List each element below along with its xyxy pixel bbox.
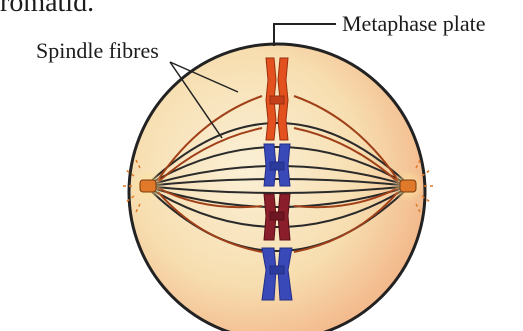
cell-membrane (129, 44, 425, 331)
